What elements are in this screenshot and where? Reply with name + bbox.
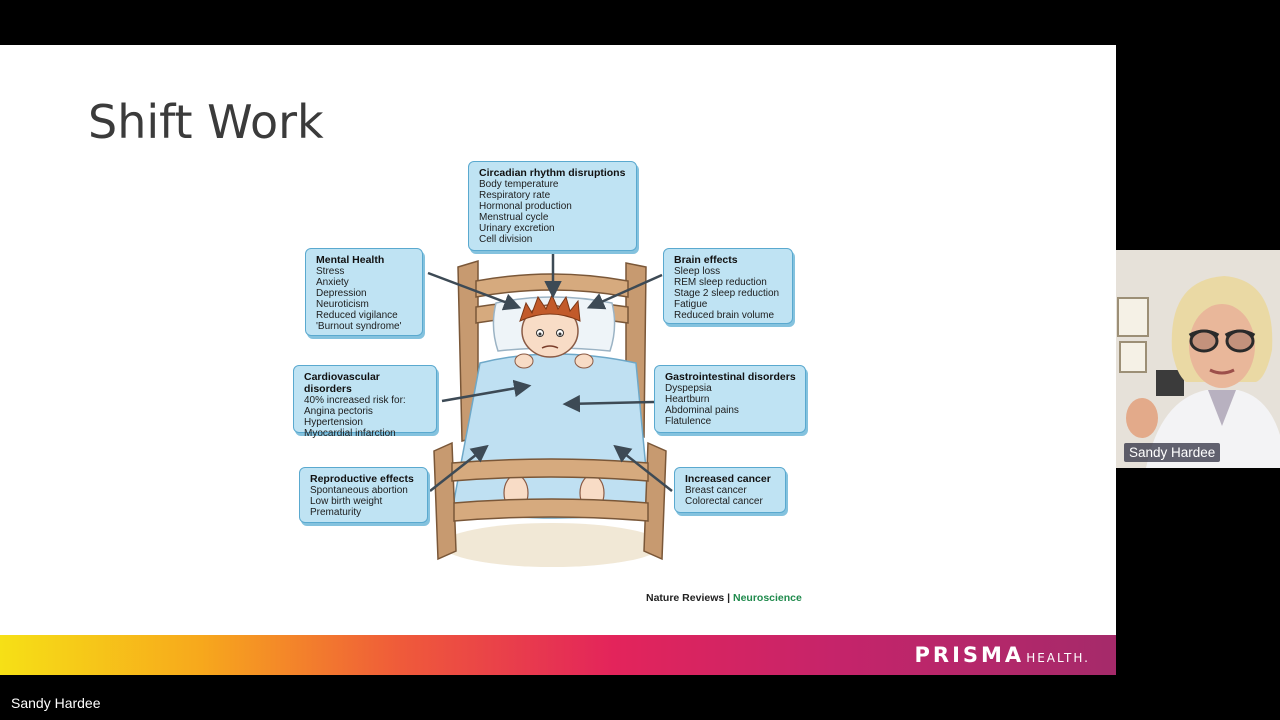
wall-frame	[1119, 341, 1147, 373]
box-item: Abdominal pains	[665, 405, 739, 416]
box-title: Brain effects	[674, 254, 738, 266]
box-item: Spontaneous abortion	[310, 485, 408, 496]
arrow-mental	[427, 271, 522, 311]
brand-name-secondary: HEALTH.	[1026, 651, 1090, 665]
box-item: Respiratory rate	[479, 190, 551, 201]
box-item: Cell division	[479, 234, 533, 245]
monitor	[1156, 370, 1184, 396]
box-title: Reproductive effects	[310, 473, 414, 485]
credit-journal: Neuroscience	[733, 592, 802, 604]
credit-separator: |	[727, 592, 731, 604]
box-title: Circadian rhythm disruptions	[479, 167, 626, 179]
figure-credit: Nature Reviews | Neuroscience	[646, 592, 802, 604]
box-item: Reduced brain volume	[674, 310, 775, 321]
box-item: Hormonal production	[479, 201, 572, 212]
box-item: Anxiety	[316, 277, 349, 288]
box-item: Colorectal cancer	[685, 496, 763, 507]
right-hand	[574, 353, 594, 369]
person-face	[1189, 304, 1255, 388]
box-item: Stress	[316, 266, 345, 277]
box-item: REM sleep reduction	[674, 277, 767, 288]
brand-name-primary: PRISMA	[914, 643, 1025, 667]
box-item: Heartburn	[665, 394, 710, 405]
participant-name-tag: Sandy Hardee	[1124, 443, 1221, 462]
arrow-gastro	[562, 394, 655, 413]
sleeper-face	[519, 293, 581, 358]
slide-title: Shift Work	[88, 95, 324, 149]
box-item: Urinary excretion	[479, 223, 555, 234]
shift-work-diagram	[427, 253, 673, 567]
blanket	[451, 353, 651, 519]
box-cardiovascular: Cardiovascular disorders 40% increased r…	[293, 365, 437, 439]
box-item: Stage 2 sleep reduction	[674, 288, 780, 299]
box-item: Neuroticism	[316, 299, 369, 310]
left-hand	[514, 353, 534, 369]
credit-source: Nature Reviews	[646, 592, 725, 604]
arrow-repro	[429, 444, 489, 492]
box-title: Gastrointestinal disorders	[665, 371, 796, 383]
bed-shadow	[442, 523, 662, 567]
box-item: Flatulence	[665, 416, 712, 427]
presentation-slide: Shift Work	[0, 45, 1116, 675]
arrow-cancer	[613, 444, 673, 492]
box-item: Depression	[316, 288, 367, 299]
box-title: Mental Health	[316, 254, 385, 266]
box-item: Reduced vigilance	[316, 310, 398, 321]
participant-video-image	[1116, 250, 1280, 468]
box-increased-cancer: Increased cancer Breast cancer Colorecta…	[674, 467, 786, 513]
box-title: Cardiovascular disorders	[304, 371, 380, 395]
box-item: Myocardial infarction	[304, 428, 396, 439]
wall-frame	[1117, 297, 1149, 337]
box-item: 'Burnout syndrome'	[316, 321, 402, 332]
box-mental-health: Mental Health Stress Anxiety Depression …	[305, 248, 423, 336]
box-item: 40% increased risk for:	[304, 395, 406, 406]
box-item: Fatigue	[674, 299, 708, 310]
box-item: Low birth weight	[310, 496, 383, 507]
box-item: Angina pectoris	[304, 406, 373, 417]
box-reproductive: Reproductive effects Spontaneous abortio…	[299, 467, 428, 523]
arrow-cardio	[441, 379, 532, 403]
presenter-name-label: Sandy Hardee	[11, 695, 101, 711]
box-item: Dyspepsia	[665, 383, 712, 394]
box-item: Menstrual cycle	[479, 212, 549, 223]
box-item: Hypertension	[304, 417, 363, 428]
arrow-brain	[586, 273, 663, 310]
participant-video-tile[interactable]: Sandy Hardee	[1116, 250, 1280, 468]
box-item: Breast cancer	[685, 485, 747, 496]
person-hand	[1126, 398, 1158, 438]
box-title: Increased cancer	[685, 473, 771, 485]
box-item: Body temperature	[479, 179, 559, 190]
box-item: Sleep loss	[674, 266, 721, 277]
box-circadian-rhythm: Circadian rhythm disruptions Body temper…	[468, 161, 637, 251]
box-gastrointestinal: Gastrointestinal disorders Dyspepsia Hea…	[654, 365, 806, 433]
box-brain-effects: Brain effects Sleep loss REM sleep reduc…	[663, 248, 793, 324]
box-item: Prematurity	[310, 507, 362, 518]
